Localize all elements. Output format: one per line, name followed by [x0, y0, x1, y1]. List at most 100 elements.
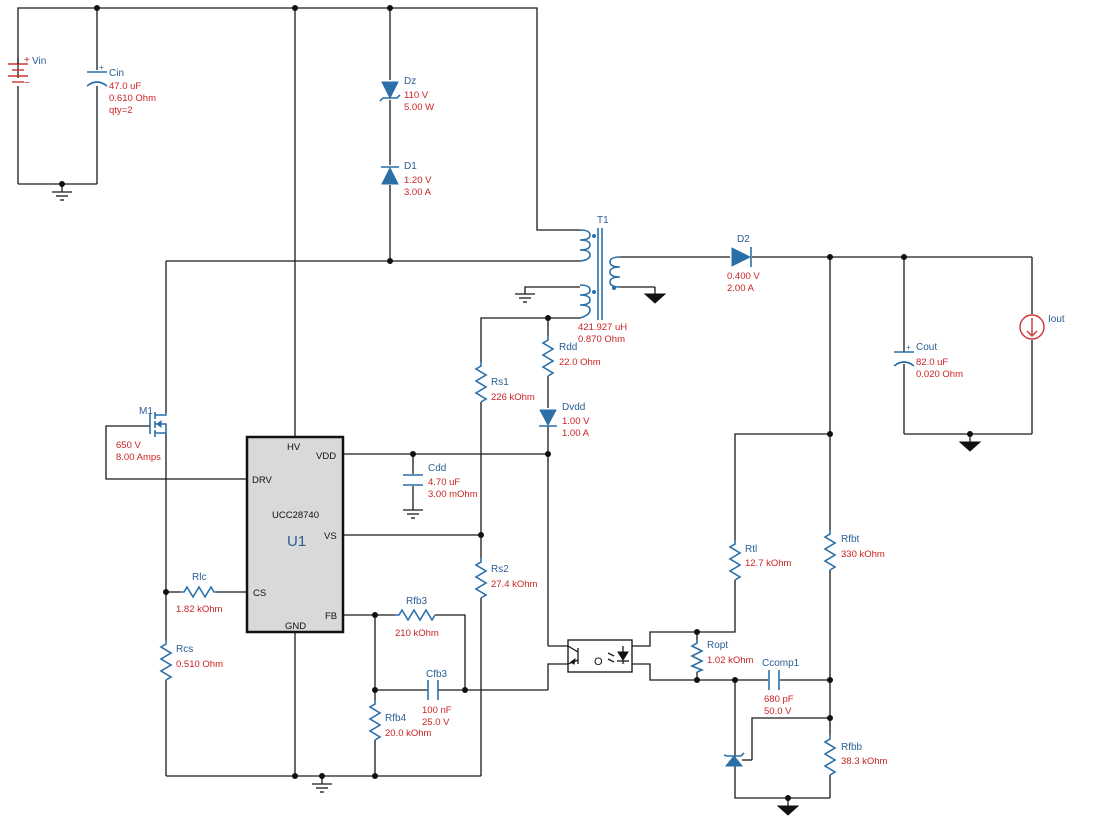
u1-ref: U1 [287, 533, 306, 550]
cfb3-capacitance: 100 nF [422, 705, 452, 716]
shunt-regulator[interactable] [723, 752, 752, 767]
d2-voltage: 0.400 V [727, 271, 760, 282]
cdd-capacitance: 4.70 uF [428, 477, 460, 488]
dz-zener-diode[interactable]: Dz 110 V 5.00 W [379, 76, 434, 113]
rtl-resistor[interactable]: Rtl 12.7 kOhm [728, 540, 792, 581]
t1-ref: T1 [597, 215, 609, 226]
u1-pin-vdd: VDD [316, 451, 336, 462]
ground-icon [515, 293, 535, 303]
cout-esr: 0.020 Ohm [916, 369, 963, 380]
t1-inductance: 421.927 uH [578, 322, 627, 333]
rfb4-value: 20.0 kOhm [385, 728, 432, 739]
rfbt-value: 330 kOhm [841, 549, 885, 560]
cfb3-capacitor[interactable]: Cfb3 100 nF 25.0 V [422, 669, 452, 728]
ccomp1-capacitance: 680 pF [764, 694, 794, 705]
vin-battery[interactable]: + Vin − [8, 55, 46, 89]
ground-icon [958, 441, 982, 452]
rcs-value: 0.510 Ohm [176, 659, 223, 670]
cin-esr: 0.610 Ohm [109, 93, 156, 104]
u1-controller-ic[interactable]: HV VDD DRV UCC28740 U1 VS CS FB GND [245, 435, 345, 634]
rtl-value: 12.7 kOhm [745, 558, 792, 569]
rfbt-resistor[interactable]: Rfbt 330 kOhm [823, 530, 885, 571]
dz-voltage: 110 V [404, 90, 429, 101]
ground-icon [312, 783, 332, 793]
u1-pin-gnd: GND [285, 621, 306, 632]
rlc-value: 1.82 kOhm [176, 604, 223, 615]
rdd-resistor[interactable]: Rdd 22.0 Ohm [541, 336, 601, 377]
cfb3-voltage: 25.0 V [422, 717, 450, 728]
cin-capacitor[interactable]: + Cin 47.0 uF 0.610 Ohm qty=2 [86, 63, 156, 116]
ropt-resistor[interactable]: Ropt 1.02 kOhm [690, 640, 754, 673]
svg-text:−: − [24, 78, 30, 89]
dvdd-current: 1.00 A [562, 428, 590, 439]
rlc-ref: Rlc [192, 572, 206, 583]
rfb4-resistor[interactable]: Rfb4 20.0 kOhm [368, 700, 432, 741]
rcs-ref: Rcs [176, 644, 193, 655]
rfb4-ref: Rfb4 [385, 713, 407, 724]
rs2-ref: Rs2 [491, 564, 509, 575]
rfb3-value: 210 kOhm [395, 628, 439, 639]
dz-ref: Dz [404, 76, 416, 87]
u1-pin-hv: HV [287, 442, 301, 453]
d2-current: 2.00 A [727, 283, 755, 294]
iout-current-source[interactable]: Iout [1019, 314, 1065, 340]
cout-ref: Cout [916, 342, 937, 353]
iout-ref: Iout [1048, 314, 1065, 325]
d2-diode[interactable]: D2 0.400 V 2.00 A [727, 234, 760, 294]
svg-text:+: + [24, 55, 30, 66]
dvdd-ref: Dvdd [562, 402, 585, 413]
cin-ref: Cin [109, 68, 124, 79]
rlc-resistor[interactable]: Rlc 1.82 kOhm [176, 572, 223, 615]
d2-ref: D2 [737, 234, 750, 245]
vin-label: Vin [32, 56, 46, 67]
ropt-value: 1.02 kOhm [707, 655, 754, 666]
dvdd-diode[interactable]: Dvdd 1.00 V 1.00 A [539, 402, 590, 439]
m1-mosfet[interactable]: M1 650 V 8.00 Amps [116, 406, 167, 463]
ccomp1-capacitor[interactable]: Ccomp1 680 pF 50.0 V [762, 658, 800, 717]
rtl-ref: Rtl [745, 544, 757, 555]
ccomp1-ref: Ccomp1 [762, 658, 800, 669]
rs2-value: 27.4 kOhm [491, 579, 538, 590]
cdd-esr: 3.00 mOhm [428, 489, 478, 500]
cdd-capacitor[interactable]: Cdd 4.70 uF 3.00 mOhm [403, 463, 478, 500]
rfbb-value: 38.3 kOhm [841, 756, 888, 767]
rcs-resistor[interactable]: Rcs 0.510 Ohm [159, 640, 223, 681]
rs1-resistor[interactable]: Rs1 226 kOhm [474, 362, 535, 403]
rfbb-resistor[interactable]: Rfbb 38.3 kOhm [823, 735, 888, 776]
junction-dots [59, 5, 973, 801]
d1-current: 3.00 A [404, 187, 432, 198]
rfb3-resistor[interactable]: Rfb3 210 kOhm [395, 596, 439, 639]
svg-text:O: O [594, 656, 603, 668]
t1-transformer[interactable]: T1 421.927 uH 0.870 Ohm [578, 215, 627, 345]
rfbb-ref: Rfbb [841, 742, 863, 753]
d1-diode[interactable]: D1 1.20 V 3.00 A [381, 161, 432, 198]
svg-text:+: + [99, 63, 104, 72]
ground-icon [52, 191, 72, 201]
optocoupler[interactable]: O [567, 639, 633, 673]
u1-pin-fb: FB [325, 611, 337, 622]
dvdd-voltage: 1.00 V [562, 416, 590, 427]
wires [17, 7, 1033, 806]
u1-pin-vs: VS [324, 531, 337, 542]
cout-capacitance: 82.0 uF [916, 357, 948, 368]
ground-symbols [52, 191, 982, 816]
cin-qty: qty=2 [109, 105, 133, 116]
ground-icon [776, 805, 800, 816]
rfbt-ref: Rfbt [841, 534, 860, 545]
d1-voltage: 1.20 V [404, 175, 432, 186]
rdd-ref: Rdd [559, 342, 577, 353]
rs2-resistor[interactable]: Rs2 27.4 kOhm [474, 558, 538, 599]
d1-ref: D1 [404, 161, 417, 172]
rdd-value: 22.0 Ohm [559, 357, 601, 368]
dz-power: 5.00 W [404, 102, 434, 113]
rfb3-ref: Rfb3 [406, 596, 428, 607]
rs1-value: 226 kOhm [491, 392, 535, 403]
rs1-ref: Rs1 [491, 377, 509, 388]
cout-capacitor[interactable]: + Cout 82.0 uF 0.020 Ohm [893, 342, 963, 380]
svg-text:+: + [906, 343, 911, 352]
ccomp1-voltage: 50.0 V [764, 706, 792, 717]
u1-part-number: UCC28740 [272, 510, 319, 521]
ground-icon [643, 293, 667, 304]
t1-resistance: 0.870 Ohm [578, 334, 625, 345]
